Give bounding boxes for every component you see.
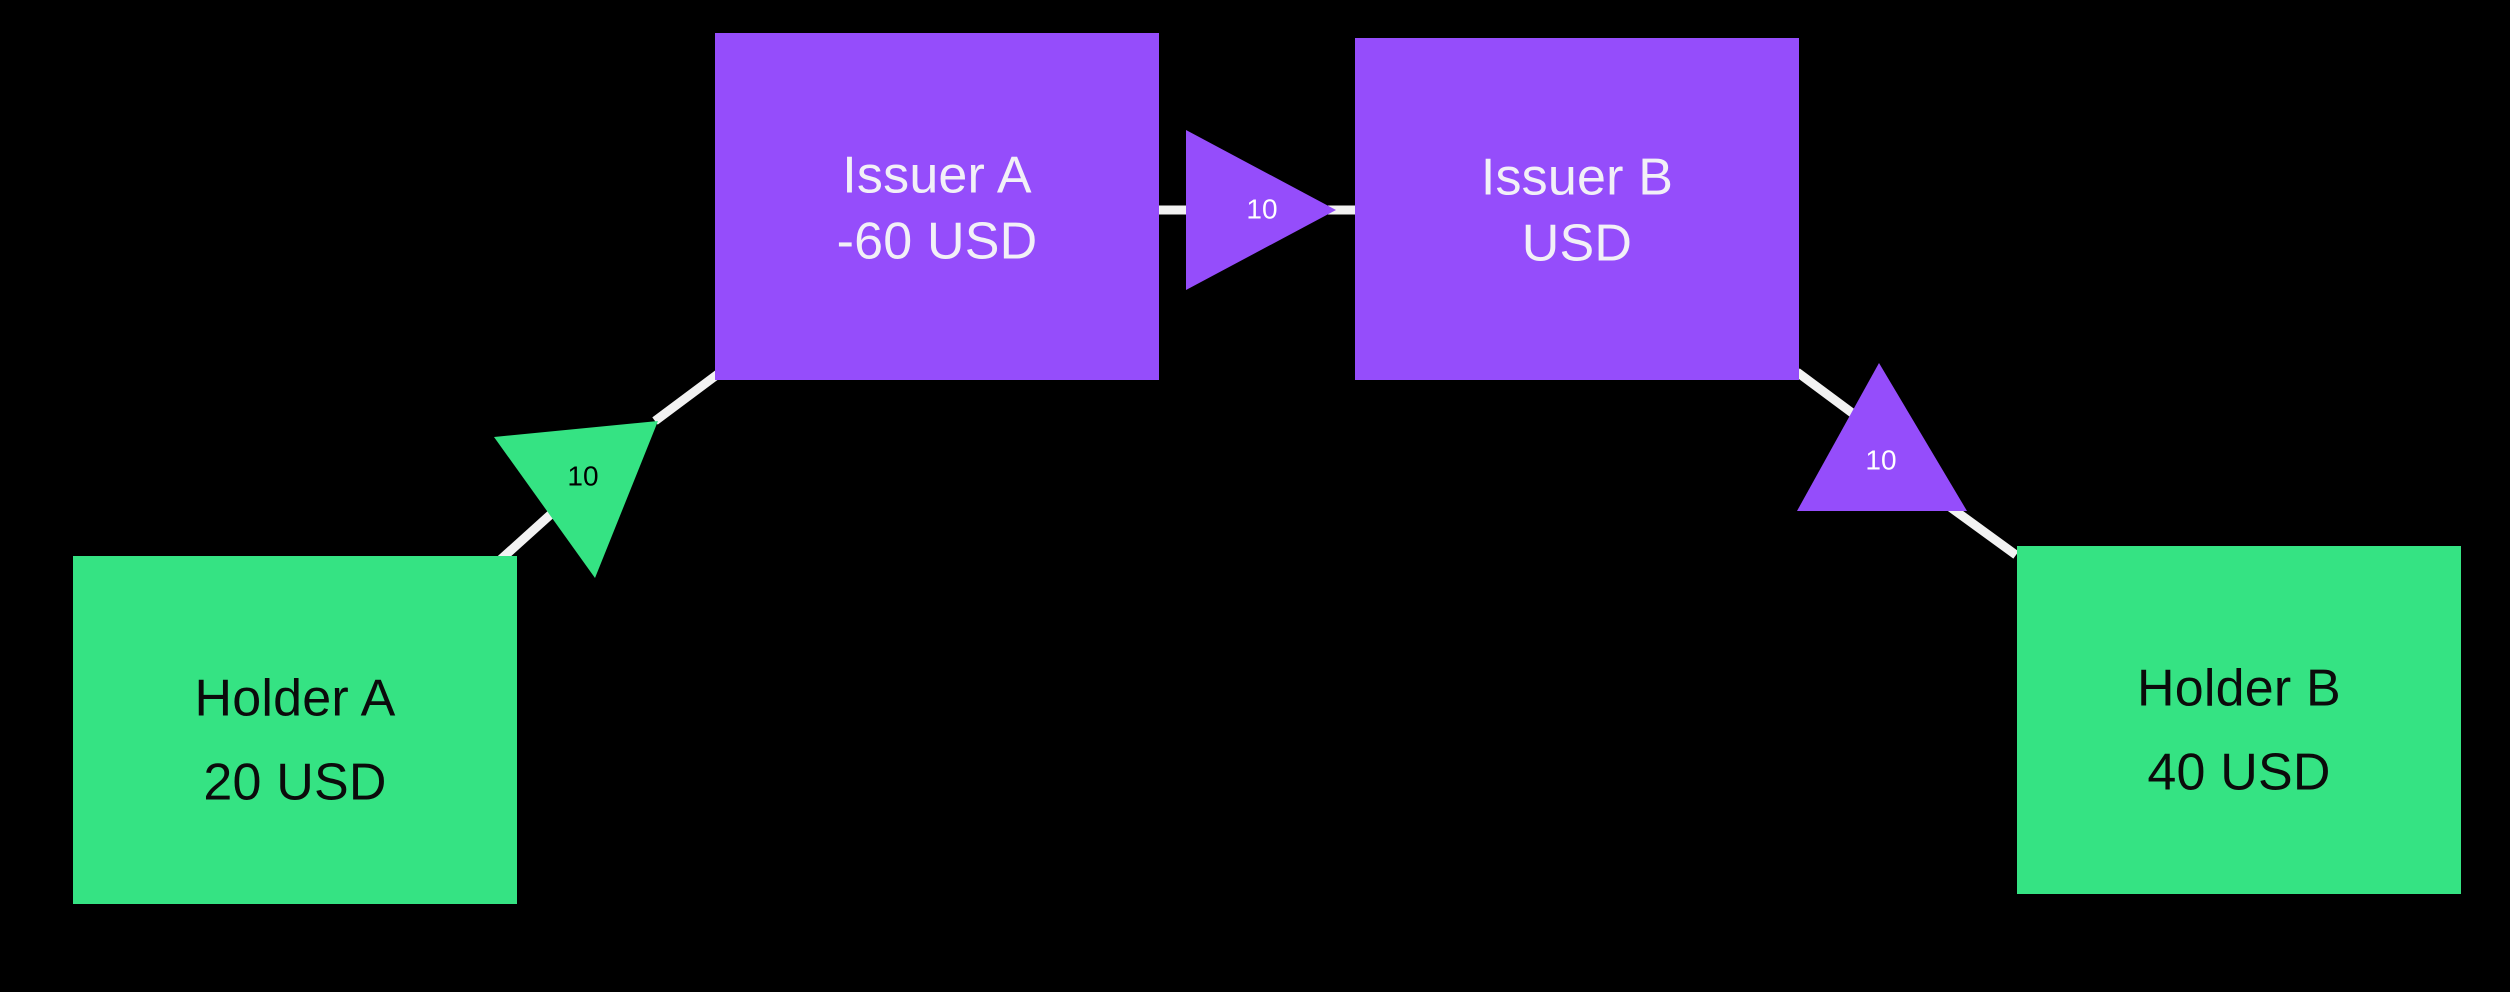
node-box — [73, 556, 517, 904]
edge-arrow-marker — [1186, 130, 1336, 290]
edge-arrow-marker — [494, 421, 658, 578]
node-subtitle: 40 USD — [2147, 744, 2330, 802]
node-title: Issuer B — [1481, 149, 1673, 207]
edge-label: 10 — [1246, 193, 1277, 224]
edge-issuer-b-holder-b[interactable]: 10 — [1794, 363, 2019, 559]
node-issuer-a[interactable]: Issuer A -60 USD — [715, 33, 1159, 380]
node-title: Holder A — [194, 670, 395, 728]
edge-holder-a-issuer-a[interactable]: 10 — [494, 370, 721, 578]
node-box — [2017, 546, 2461, 894]
node-subtitle: USD — [1522, 215, 1632, 273]
edge-label: 10 — [567, 460, 598, 491]
node-box — [715, 33, 1159, 380]
node-holder-b[interactable]: Holder B 40 USD — [2017, 546, 2461, 894]
edge-line-segment-end — [1947, 503, 2019, 559]
node-subtitle: -60 USD — [837, 213, 1038, 271]
node-box — [1355, 38, 1799, 380]
edge-issuer-a-issuer-b[interactable]: 10 — [1159, 130, 1357, 290]
edge-arrow-marker — [1797, 363, 1967, 511]
edge-line-segment-end — [652, 370, 721, 425]
node-title: Holder B — [2137, 660, 2341, 718]
edge-label: 10 — [1865, 444, 1896, 475]
node-subtitle: 20 USD — [203, 754, 386, 812]
node-issuer-b[interactable]: Issuer B USD — [1355, 38, 1799, 380]
edge-line-segment-start — [495, 502, 564, 565]
node-title: Issuer A — [842, 147, 1032, 205]
node-holder-a[interactable]: Holder A 20 USD — [73, 556, 517, 904]
